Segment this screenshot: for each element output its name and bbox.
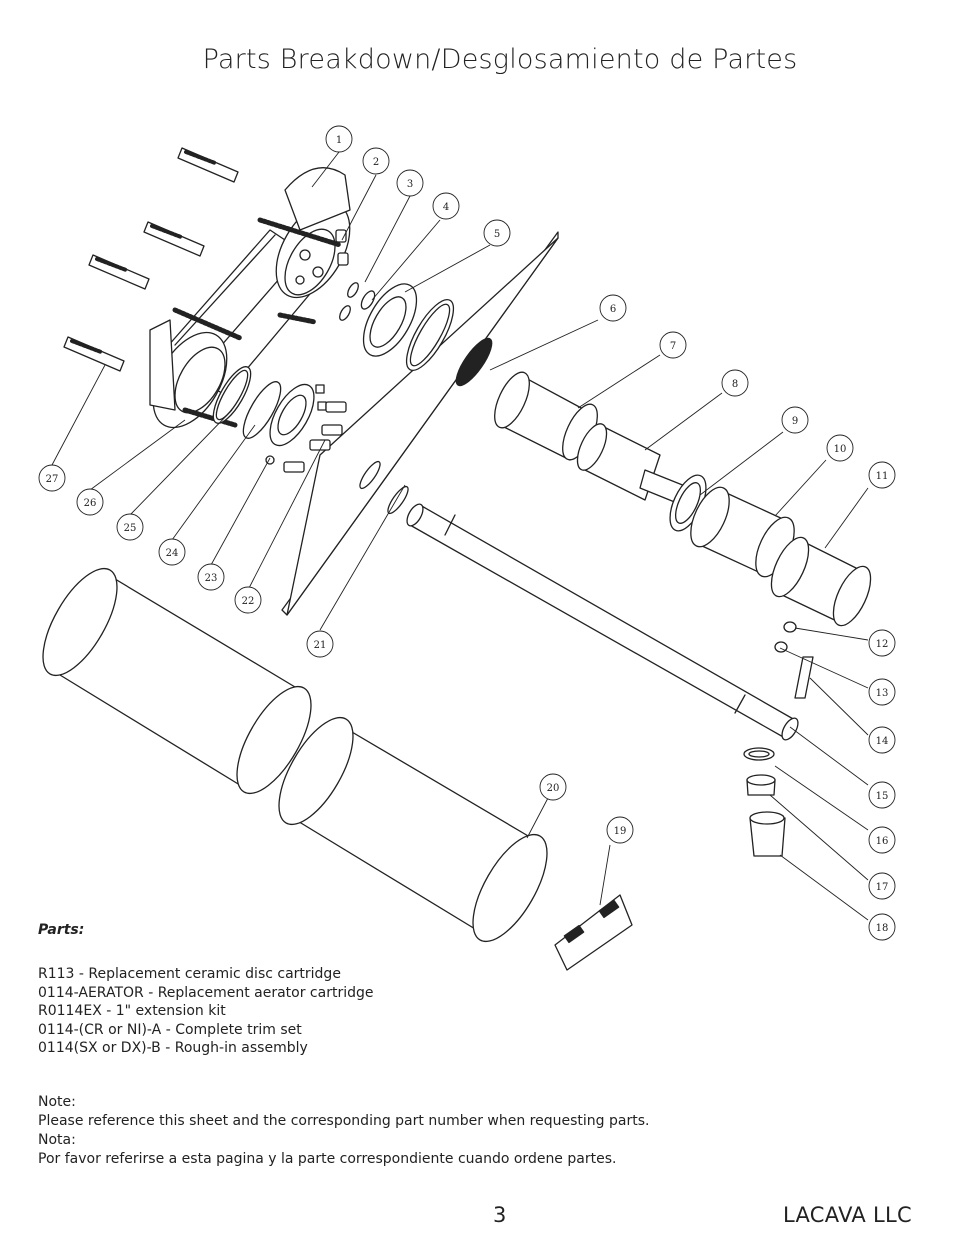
note-line: Nota: [38, 1132, 76, 1148]
note-line: Please reference this sheet and the corr… [38, 1113, 650, 1129]
callout-2: 2 [362, 147, 390, 175]
callout-label: 21 [314, 640, 327, 651]
parts-list-item: R0114EX - 1" extension kit [38, 1003, 226, 1020]
callout-20: 20 [539, 773, 567, 801]
parts-list-item: 0114-AERATOR - Replacement aerator cartr… [38, 984, 374, 1001]
callout-18: 18 [868, 913, 896, 941]
wall-anchors-drawing [63, 147, 239, 372]
note-line: Por favor referirse a esta pagina y la p… [38, 1151, 617, 1167]
callout-11: 11 [868, 461, 896, 489]
callout-8: 8 [721, 369, 749, 397]
page-number: 3 [493, 1203, 507, 1227]
callout-27: 27 [38, 464, 66, 492]
callout-4: 4 [432, 192, 460, 220]
note-block: Note: Please reference this sheet and th… [38, 1093, 649, 1169]
wall-plate-drawing [281, 231, 559, 616]
flange-drawing [212, 366, 347, 473]
trim-drawing [494, 371, 872, 627]
callout-21: 21 [306, 630, 334, 658]
callout-12: 12 [868, 629, 896, 657]
callout-6: 6 [599, 294, 627, 322]
parts-list-item: 0114(SX or DX)-B - Rough-in assembly [38, 1040, 308, 1057]
callout-label: 25 [124, 523, 137, 534]
callout-label: 6 [610, 304, 616, 315]
spout-drawing [406, 503, 799, 741]
callout-16: 16 [868, 826, 896, 854]
callout-3: 3 [396, 169, 424, 197]
callout-9: 9 [781, 406, 809, 434]
callout-label: 23 [205, 573, 218, 584]
callout-label: 18 [876, 923, 889, 934]
callout-24: 24 [158, 538, 186, 566]
callout-label: 16 [876, 836, 889, 847]
callout-label: 27 [46, 474, 59, 485]
callout-label: 17 [876, 882, 889, 893]
callout-label: 20 [547, 783, 560, 794]
callout-15: 15 [868, 781, 896, 809]
callout-label: 10 [834, 444, 847, 455]
callout-19: 19 [606, 816, 634, 844]
callout-label: 4 [443, 202, 449, 213]
company-name: LACAVA LLC [783, 1203, 912, 1227]
callout-5: 5 [483, 219, 511, 247]
callout-label: 19 [614, 826, 627, 837]
aerator-parts-drawing [743, 621, 814, 857]
callout-label: 1 [336, 135, 342, 146]
valve-body-drawing [149, 167, 351, 429]
parts-list-item: 0114-(CR or NI)-A - Complete trim set [38, 1021, 302, 1038]
callout-label: 15 [876, 791, 889, 802]
callout-25: 25 [116, 513, 144, 541]
callout-label: 14 [876, 736, 889, 747]
callout-group: 1 2 3 4 5 6 7 8 9 10 11 12 13 14 15 16 1… [38, 125, 896, 941]
callout-label: 11 [876, 471, 889, 482]
page-title: Parts Breakdown/Desglosamiento de Partes [202, 44, 798, 75]
callout-13: 13 [868, 678, 896, 706]
callout-26: 26 [76, 488, 104, 516]
callout-14: 14 [868, 726, 896, 754]
callout-label: 24 [166, 548, 179, 559]
callout-23: 23 [197, 563, 225, 591]
callout-label: 9 [792, 416, 798, 427]
callout-17: 17 [868, 872, 896, 900]
callout-7: 7 [659, 331, 687, 359]
callout-label: 5 [494, 229, 500, 240]
callout-label: 7 [670, 341, 676, 352]
hot-cold-label-drawing [554, 894, 633, 971]
callout-label: 2 [373, 157, 379, 168]
callout-label: 3 [407, 179, 413, 190]
callout-label: 22 [242, 596, 255, 607]
parts-list: R113 - Replacement ceramic disc cartridg… [38, 965, 373, 1058]
note-line: Note: [38, 1094, 76, 1110]
callout-10: 10 [826, 434, 854, 462]
extension-sleeves-drawing [42, 485, 548, 943]
callout-22: 22 [234, 586, 262, 614]
callout-1: 1 [325, 125, 353, 153]
parts-heading: Parts: [38, 922, 85, 938]
callout-label: 13 [876, 688, 889, 699]
callout-label: 26 [84, 498, 97, 509]
callout-label: 12 [876, 639, 889, 650]
seals-drawing [335, 229, 455, 371]
parts-list-item: R113 - Replacement ceramic disc cartridg… [38, 966, 341, 982]
callout-label: 8 [732, 379, 738, 390]
